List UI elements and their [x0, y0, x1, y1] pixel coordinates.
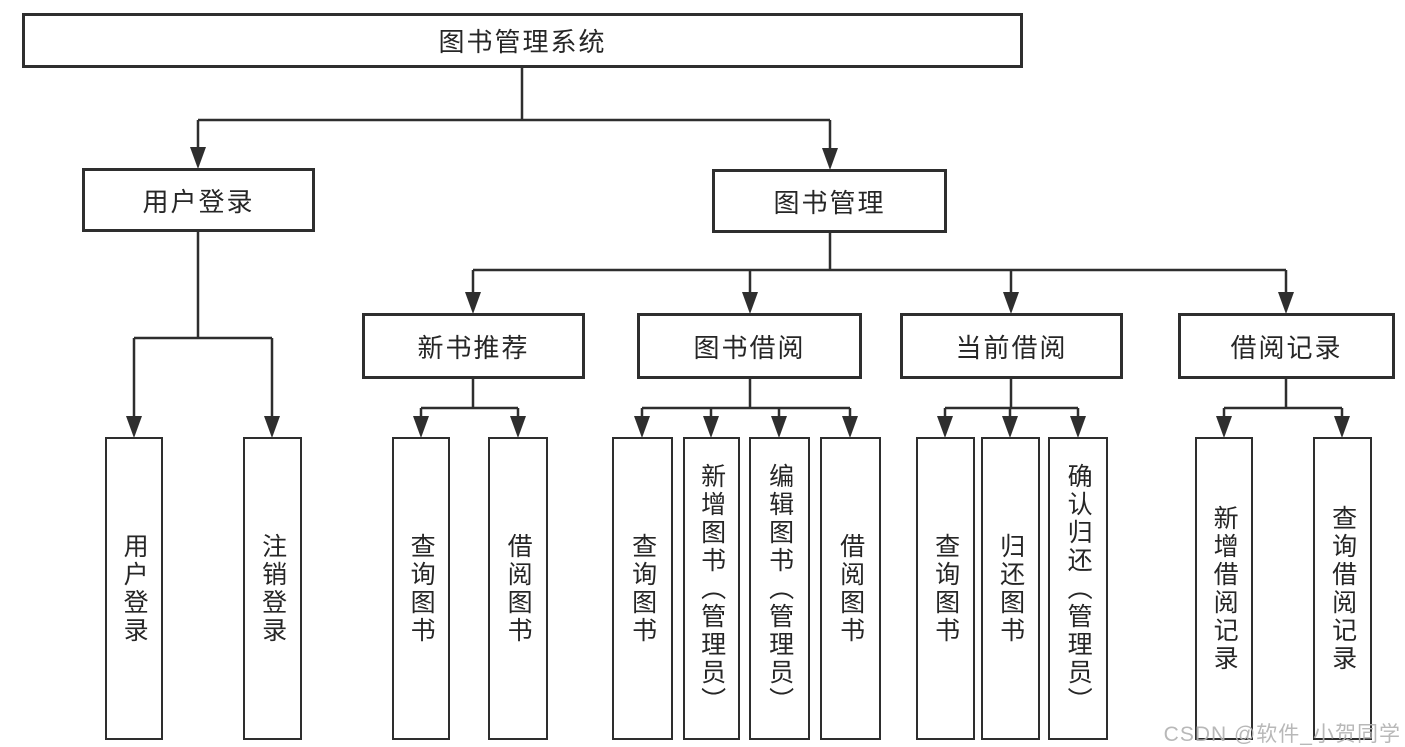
- leaf-newbook-query-books: 查询图书: [392, 437, 450, 740]
- leaf-records-query-record-label: 查询借阅记录: [1328, 504, 1357, 673]
- arrow-head: [703, 416, 719, 438]
- connector-user-login-split: [132, 232, 274, 417]
- arrow-head: [1216, 416, 1232, 438]
- leaf-current-return-books-label: 归还图书: [996, 532, 1025, 645]
- leaf-logout: 注销登录: [243, 437, 302, 740]
- leaf-user-login-label: 用户登录: [120, 532, 149, 645]
- leaf-records-add-record-label: 新增借阅记录: [1210, 504, 1239, 673]
- arrow-head: [1334, 416, 1350, 438]
- connector-root-split: [196, 68, 832, 149]
- leaf-borrow-add-books-admin-label: 新增图书（管理员）: [697, 462, 726, 715]
- leaf-logout-label: 注销登录: [258, 532, 287, 645]
- leaf-current-query-books-label: 查询图书: [931, 532, 960, 645]
- leaf-current-return-books: 归还图书: [981, 437, 1040, 740]
- leaf-borrow-borrow-books-label: 借阅图书: [836, 532, 865, 645]
- node-book-management-label: 图书管理: [773, 187, 886, 218]
- node-root-label: 图书管理系统: [438, 27, 607, 57]
- arrow-head: [1003, 292, 1019, 314]
- leaf-current-confirm-return-admin-label: 确认归还（管理员）: [1064, 462, 1093, 715]
- arrow-head: [465, 292, 481, 314]
- arrow-head: [937, 416, 953, 438]
- leaf-borrow-edit-books-admin: 编辑图书（管理员）: [749, 437, 810, 740]
- leaf-borrow-query-books-label: 查询图书: [628, 532, 657, 645]
- csdn-watermark: CSDN @软件_小贺同学: [1163, 723, 1401, 746]
- arrow-head: [1070, 416, 1086, 438]
- leaf-borrow-add-books-admin: 新增图书（管理员）: [683, 437, 740, 740]
- node-new-book-recommend-label: 新书推荐: [417, 332, 530, 363]
- node-book-borrow: 图书借阅: [637, 313, 862, 379]
- connector-book-borrow-split: [640, 379, 852, 417]
- node-user-login-label: 用户登录: [142, 186, 255, 217]
- node-book-management: 图书管理: [712, 169, 947, 233]
- leaf-borrow-query-books: 查询图书: [612, 437, 673, 740]
- node-new-book-recommend: 新书推荐: [362, 313, 585, 379]
- arrow-head: [1278, 292, 1294, 314]
- leaf-current-confirm-return-admin: 确认归还（管理员）: [1048, 437, 1108, 740]
- leaf-current-query-books: 查询图书: [916, 437, 975, 740]
- leaf-borrow-borrow-books: 借阅图书: [820, 437, 881, 740]
- connector-current-borrow-split: [943, 379, 1080, 417]
- arrow-head: [190, 147, 206, 169]
- arrow-head: [264, 416, 280, 438]
- leaf-newbook-query-books-label: 查询图书: [407, 532, 436, 645]
- arrow-head: [742, 292, 758, 314]
- arrow-head: [510, 416, 526, 438]
- leaf-newbook-borrow-books-label: 借阅图书: [504, 532, 533, 645]
- leaf-newbook-borrow-books: 借阅图书: [488, 437, 548, 740]
- arrow-head: [126, 416, 142, 438]
- arrow-head: [1002, 416, 1018, 438]
- node-current-borrow: 当前借阅: [900, 313, 1123, 379]
- leaf-borrow-edit-books-admin-label: 编辑图书（管理员）: [765, 462, 794, 715]
- arrow-head: [771, 416, 787, 438]
- connector-borrow-records-split: [1222, 379, 1344, 417]
- leaf-user-login: 用户登录: [105, 437, 163, 740]
- connector-book-mgmt-split: [471, 233, 1288, 293]
- connector-new-book-split: [419, 379, 520, 417]
- arrowheads: [126, 147, 1350, 438]
- arrow-head: [634, 416, 650, 438]
- node-root: 图书管理系统: [22, 13, 1023, 68]
- leaf-records-query-record: 查询借阅记录: [1313, 437, 1372, 740]
- arrow-head: [413, 416, 429, 438]
- node-user-login: 用户登录: [82, 168, 315, 232]
- node-borrow-records-label: 借阅记录: [1230, 332, 1343, 363]
- node-current-borrow-label: 当前借阅: [955, 332, 1068, 363]
- leaf-records-add-record: 新增借阅记录: [1195, 437, 1253, 740]
- arrow-head: [842, 416, 858, 438]
- node-book-borrow-label: 图书借阅: [693, 332, 806, 363]
- arrow-head: [822, 148, 838, 170]
- node-borrow-records: 借阅记录: [1178, 313, 1395, 379]
- connector-lines: [132, 68, 1344, 417]
